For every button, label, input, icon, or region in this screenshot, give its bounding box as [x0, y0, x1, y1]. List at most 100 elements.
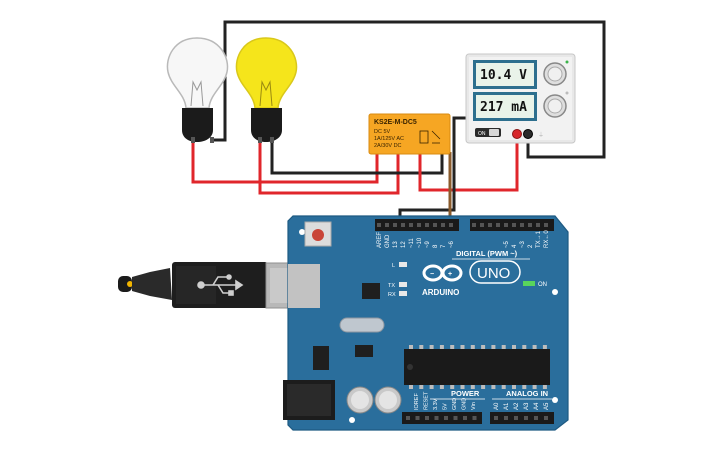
chip-pin — [429, 345, 434, 349]
light-bulb-on[interactable] — [235, 37, 298, 143]
led-l — [399, 262, 407, 267]
usb-port — [288, 264, 320, 308]
analog-pin-hole[interactable] — [524, 416, 528, 420]
wire-black-right-bulb[interactable] — [270, 140, 444, 175]
chip-pin — [532, 345, 537, 349]
digital-pin-9[interactable] — [449, 223, 453, 227]
digital-pin-14[interactable] — [536, 223, 540, 227]
digital-pin-0[interactable] — [377, 223, 381, 227]
chip-pin — [522, 345, 527, 349]
chip-pin — [450, 385, 455, 389]
wire-black-top[interactable] — [213, 20, 606, 159]
digital-pin-15[interactable] — [544, 223, 548, 227]
usb-cable[interactable] — [118, 262, 311, 309]
digital-pin-label: 2 — [528, 244, 534, 248]
reset-button-base — [304, 221, 332, 247]
power-pin-hole[interactable] — [406, 416, 410, 420]
chip-pin — [409, 385, 413, 389]
digital-pin-label: ~3 — [520, 240, 526, 248]
bulb-terminal — [258, 137, 262, 143]
current-display — [476, 95, 534, 118]
power-pin-hole[interactable] — [472, 416, 477, 420]
relay-spec-3: 2A/30V DC — [374, 143, 402, 149]
digital-pin-5[interactable] — [417, 223, 421, 227]
power-pin-label: GND — [452, 398, 458, 410]
chip-pin — [512, 345, 516, 349]
analog-pin-hole[interactable] — [504, 416, 508, 420]
relay-module[interactable]: KS2E-M-DC5 DC 5V 1A/125V AC 2A/30V DC — [368, 113, 451, 155]
digital-pin-13[interactable] — [528, 223, 532, 227]
power-pin-hole[interactable] — [415, 416, 420, 420]
digital-pin-extra[interactable] — [488, 223, 492, 227]
power-pin-label: 5V — [443, 403, 449, 410]
wire-red-supply[interactable] — [418, 136, 519, 192]
analog-pin-hole[interactable] — [544, 416, 548, 420]
power-pin-label: RESET — [424, 391, 430, 410]
chip-pin — [542, 345, 547, 349]
chip-pin — [409, 345, 413, 349]
digital-pin-extra[interactable] — [480, 223, 484, 227]
voltage-knob-cap — [547, 66, 563, 82]
power-header — [402, 412, 482, 424]
digital-pin-7[interactable] — [433, 223, 437, 227]
digital-pin-11[interactable] — [512, 223, 516, 227]
digital-pin-label: GND — [385, 234, 391, 248]
chip-notch — [407, 364, 413, 370]
wire-red-left-bulb[interactable] — [191, 140, 379, 184]
arduino-infinity-logo — [422, 264, 463, 282]
digital-pin-12[interactable] — [520, 223, 524, 227]
led-rx — [399, 291, 407, 296]
chip-pin — [522, 385, 527, 389]
atmega-microcontroller — [404, 349, 550, 385]
digital-pin-extra[interactable] — [496, 223, 500, 227]
analog-pin-hole[interactable] — [514, 416, 518, 420]
power-supply[interactable]: 10.4 V 217 mA ON ⏚ — [465, 53, 576, 144]
digital-pin-1[interactable] — [385, 223, 389, 227]
power-on-led — [523, 281, 535, 286]
digital-pin-10[interactable] — [504, 223, 508, 227]
digital-pin-4[interactable] — [409, 223, 413, 227]
digital-pin-label: AREF — [377, 232, 383, 248]
power-pin-label: GND — [462, 398, 468, 410]
uno-badge — [469, 260, 521, 284]
analog-header-label: ANALOG IN — [506, 389, 548, 398]
analog-pin-hole[interactable] — [494, 416, 498, 420]
chip-pin — [470, 345, 475, 349]
power-pin-hole[interactable] — [425, 416, 429, 420]
digital-pin-extra[interactable] — [472, 223, 476, 227]
bulb-terminal — [191, 137, 195, 143]
voltage-readout: 10.4 V — [480, 68, 527, 83]
bulb-glass — [166, 37, 229, 109]
power-on-label: ON — [538, 282, 547, 288]
mounting-hole — [299, 229, 305, 235]
negative-terminal[interactable] — [523, 129, 533, 139]
positive-terminal[interactable] — [512, 129, 522, 139]
chip-pin — [491, 385, 496, 389]
bulb-glass — [235, 37, 298, 109]
arduino-brand-label: ARDUINO — [422, 288, 459, 297]
analog-pin-hole[interactable] — [534, 416, 538, 420]
power-switch-label: ON — [478, 131, 486, 137]
capacitor-top — [379, 391, 397, 409]
digital-pin-3[interactable] — [401, 223, 405, 227]
reset-button[interactable] — [312, 229, 324, 241]
bulb-terminal — [270, 137, 274, 143]
power-pin-hole[interactable] — [453, 416, 458, 420]
digital-pin-8[interactable] — [441, 223, 445, 227]
chip-pin — [542, 385, 547, 389]
analog-header — [490, 412, 554, 424]
power-pin-hole[interactable] — [444, 416, 448, 420]
power-pin-hole[interactable] — [434, 416, 439, 420]
digital-pin-6[interactable] — [425, 223, 429, 227]
digital-pin-2[interactable] — [393, 223, 397, 227]
digital-pin-label: ~11 — [409, 238, 415, 248]
chip-pin — [481, 345, 486, 349]
crystal-oscillator — [339, 317, 385, 333]
bottom-pin-holes — [406, 416, 548, 420]
analog-pin-label: A4 — [534, 402, 540, 410]
power-pin-hole[interactable] — [463, 416, 467, 420]
light-bulb-off[interactable] — [166, 37, 229, 143]
digital-pin-label: 12 — [401, 241, 407, 248]
